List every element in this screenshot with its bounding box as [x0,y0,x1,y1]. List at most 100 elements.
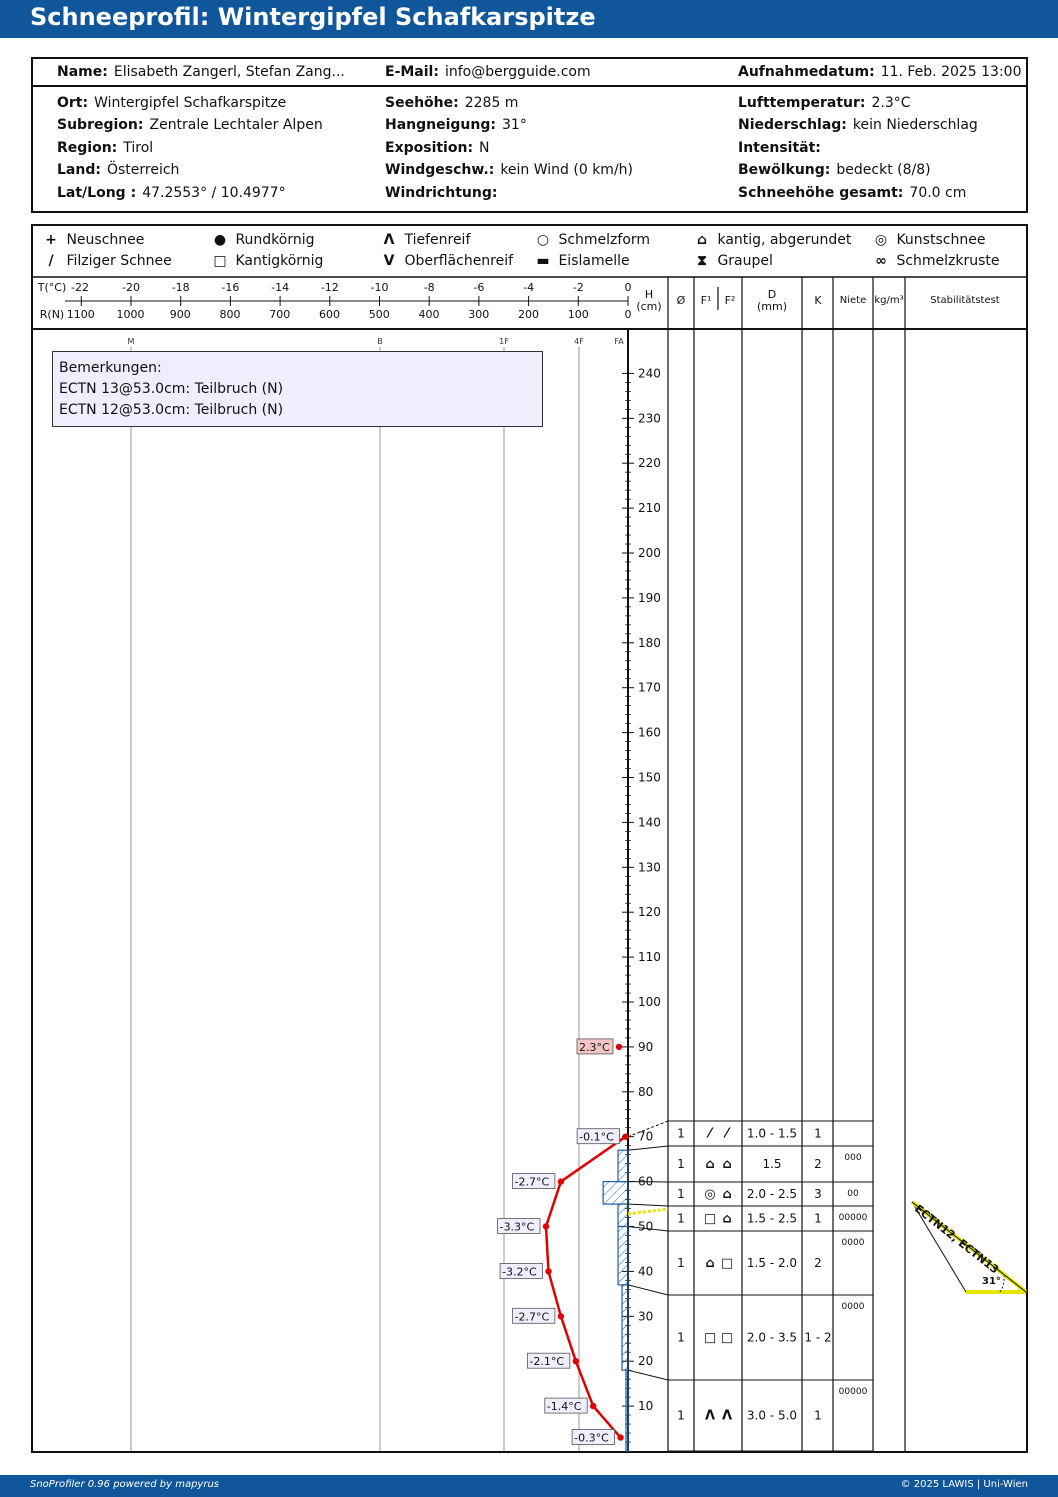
temperature-label-box [512,1173,556,1189]
layer-niete: 000 [844,1153,861,1163]
rounded-square-icon: ⌂ [705,1256,714,1271]
temperature-label: -0.1°C [579,1131,614,1144]
legend-tiefenreif: Λ Tiefenreif [378,232,471,248]
slash-icon: ⁄ [706,1127,714,1142]
resistance-tick: 0 [624,308,632,321]
height-tick-label: 180 [638,636,661,650]
height-tick-label: 110 [638,950,661,964]
legend-graupel: ⧗ Graupel [691,253,773,269]
legend-rundkoernig: ● Rundkörnig [209,232,315,248]
snow-layer [625,1369,629,1452]
layer-oe: 1 [677,1256,685,1270]
layer-hardness-k: 2 [814,1256,822,1270]
date-field: Aufnahmedatum:11. Feb. 2025 13:00 [738,64,1022,80]
temperature-tick: -22 [71,281,89,294]
layer-hardness-k: 3 [814,1187,822,1201]
name-field: Name:Elisabeth Zangerl, Stefan Zang... [57,64,345,80]
height-tick-label: 120 [638,905,661,919]
height-tick-label: 30 [638,1309,653,1323]
slash-icon: / [48,253,54,269]
layer-hardness-k: 1 - 2 [804,1331,831,1345]
temperature-point [557,1313,565,1320]
square-icon: □ [721,1331,733,1346]
title-bar: Schneeprofil: Wintergipfel Schafkarspitz… [0,0,1058,38]
layer-hardness-k: 1 [814,1409,822,1423]
legend-eislamelle: ▬ Eislamelle [532,253,629,269]
temperature-tick: -16 [221,281,240,294]
h-column-header: H [644,288,654,301]
legend-kantigkoernig: □ Kantigkörnig [209,253,323,269]
lufttemperatur-field: Lufttemperatur:2.3°C [738,95,911,111]
legend-schmelzkruste: ∞ Schmelzkruste [870,253,999,269]
height-tick-label: 200 [638,546,661,560]
resistance-tick: 800 [219,308,241,321]
layer-hardness-k: 1 [814,1127,822,1141]
remarks-line: ECTN 12@53.0cm: Teilbruch (N) [59,402,284,418]
schneehoehe-field: Schneehöhe gesamt:70.0 cm [738,185,967,201]
subregion-field: Subregion:Zentrale Lechtaler Alpen [57,117,323,133]
layer-oe: 1 [677,1409,685,1423]
resistance-tick: 500 [368,308,390,321]
hardness-tick: M [128,337,135,346]
height-tick-label: 240 [638,366,661,380]
layer-hardness-k: 2 [814,1157,822,1171]
legend-filziger-schnee: / Filziger Schnee [40,253,171,269]
rounded-square-icon: ⌂ [722,1157,731,1172]
remarks-box: Bemerkungen: ECTN 13@53.0cm: Teilbruch (… [52,351,543,427]
layer-grain-size: 1.5 - 2.5 [747,1212,797,1226]
height-tick-label: 50 [638,1220,653,1234]
niederschlag-field: Niederschlag:kein Niederschlag [738,117,978,133]
layer-grain-size: 3.0 - 5.0 [747,1409,797,1423]
temperature-tick: -20 [122,281,140,294]
double-ring-icon: ∞ [875,253,887,269]
f1-column-header: F¹ [700,294,712,307]
hardness-tick: 4F [574,337,584,346]
square-icon: □ [704,1331,716,1346]
temperature-tick: -14 [271,281,290,294]
stability-column-header: Stabilitätstest [930,295,1000,306]
temperature-label-box [576,1038,614,1055]
k-column-header: K [814,294,822,307]
region-field: Region:Tirol [57,140,154,156]
profile-box [31,224,1028,1453]
layer-boundary [627,1203,669,1207]
legend-kantig-abgerundet: ⌂ kantig, abgerundet [691,232,851,248]
layer-grain-size: 2.0 - 3.5 [747,1331,797,1345]
footer-credit: SnoProfiler 0.96 powered by mapyrus [30,1479,220,1490]
oe-column-header: Ø [676,294,686,307]
layer-grain-size: 1.5 - 2.0 [747,1256,797,1270]
exposition-field: Exposition:N [385,140,490,156]
temperature-label: -2.7°C [515,1310,550,1323]
header-separator [33,85,1026,87]
temperature-label-box [544,1397,588,1414]
temperature-point [617,1434,624,1441]
height-tick-label: 70 [638,1130,653,1144]
resistance-tick: 1000 [116,308,145,321]
windrichtung-field: Windrichtung: [385,185,498,201]
height-tick-label: 20 [638,1354,653,1368]
height-tick-label: 170 [638,681,661,695]
temperature-tick: -12 [320,281,339,294]
layer-boundary [627,1145,669,1151]
caret-up-icon: Λ [383,232,395,248]
height-tick-label: 210 [638,501,661,515]
temperature-tick: -8 [423,281,435,294]
height-tick-label: 160 [638,726,661,740]
layer-boundary [627,1369,669,1381]
t-axis-label: T(°C) [37,281,67,294]
layer-grain-size: 1.0 - 1.5 [747,1127,797,1141]
email-field: E-Mail:info@bergguide.com [385,64,591,80]
density-column-header: kg/m³ [874,295,904,306]
header-info-box: Name:Elisabeth Zangerl, Stefan Zang... E… [31,57,1028,213]
resistance-tick: 600 [319,308,340,321]
hardness-tick: B [377,337,383,346]
rounded-square-icon: ⌂ [705,1157,714,1172]
layer-oe: 1 [677,1157,685,1171]
legend-oberflaechenreif: V Oberflächenreif [378,253,513,269]
rounded-square-icon: ⌂ [722,1187,731,1202]
temperature-point [590,1402,597,1410]
layer-niete: 0000 [842,1238,865,1248]
resistance-tick: 100 [567,308,589,321]
niete-column-header: Niete [839,295,867,306]
